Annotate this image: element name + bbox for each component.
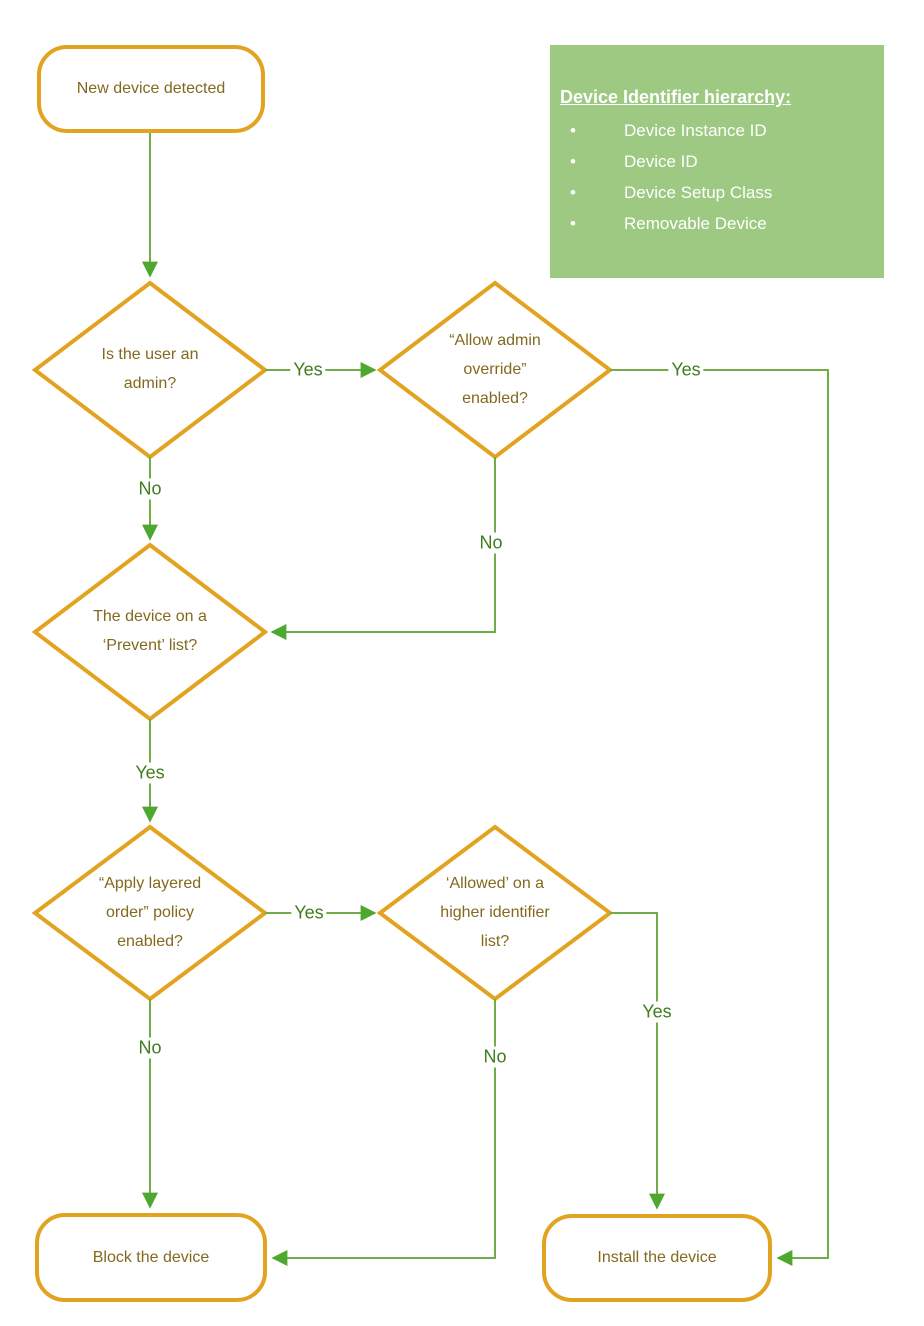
edge-allowed-yes-to-install bbox=[610, 912, 665, 1210]
info-box-title: Device Identifier hierarchy: bbox=[560, 87, 792, 107]
edge-label-override-yes: Yes bbox=[668, 359, 704, 381]
edge-allowed-no-to-block bbox=[271, 999, 496, 1266]
edge-label-admin-yes: Yes bbox=[290, 359, 326, 381]
edge-label-allowed-no: No bbox=[480, 1046, 510, 1068]
end-node-block-label: Block the device bbox=[92, 1248, 210, 1266]
edge-label-allowed-yes: Yes bbox=[639, 1001, 675, 1023]
edge-label-override-no: No bbox=[476, 532, 506, 554]
info-box-list: Device Instance ID Device ID Device Setu… bbox=[560, 115, 874, 239]
edge-label-layered-yes: Yes bbox=[291, 902, 327, 924]
end-node-install: Install the device bbox=[542, 1214, 772, 1302]
edge-override-yes-to-install bbox=[610, 369, 829, 1266]
info-box-item: Device ID bbox=[560, 146, 874, 177]
edge-label-prevent-yes: Yes bbox=[132, 762, 168, 784]
decision-admin-label: Is the user an admin? bbox=[101, 346, 199, 392]
decision-layered-label: “Apply layered order” policy enabled? bbox=[98, 874, 202, 950]
decision-override-label: “Allow admin override” enabled? bbox=[449, 331, 541, 407]
info-box-item: Device Instance ID bbox=[560, 115, 874, 146]
info-box-item: Device Setup Class bbox=[560, 177, 874, 208]
end-node-block: Block the device bbox=[35, 1213, 267, 1302]
end-node-install-label: Install the device bbox=[597, 1249, 717, 1266]
info-box-item: Removable Device bbox=[560, 208, 874, 239]
decision-allowed-label: ‘Allowed’ on a higher identifier list? bbox=[440, 874, 550, 950]
start-node-label: New device detected bbox=[76, 80, 226, 97]
decision-prevent-label: The device on a ‘Prevent’ list? bbox=[93, 608, 207, 654]
edge-label-layered-no: No bbox=[135, 1037, 165, 1059]
info-box: Device Identifier hierarchy: Device Inst… bbox=[550, 45, 884, 278]
edge-label-admin-no: No bbox=[135, 478, 165, 500]
edge-override-no-to-prevent bbox=[270, 457, 496, 640]
start-node: New device detected bbox=[37, 45, 265, 133]
